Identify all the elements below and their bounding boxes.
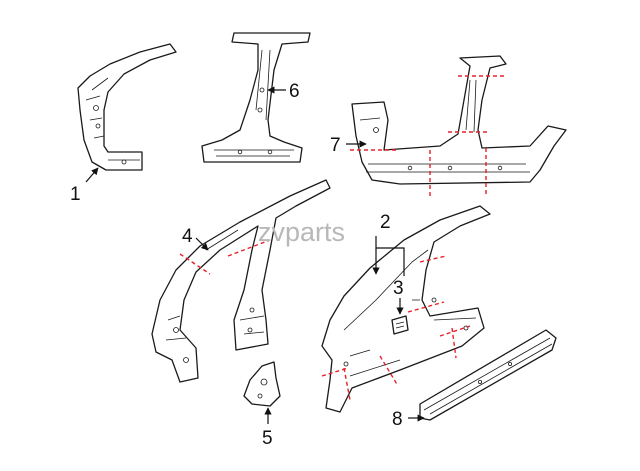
cut-lines	[179, 75, 504, 401]
watermark-text: zvparts	[258, 217, 346, 247]
part-7-side-panel-inner	[351, 55, 567, 185]
callout-8: 8	[392, 409, 403, 430]
part-5-bracket	[243, 361, 281, 407]
callout-6: 6	[289, 81, 300, 102]
leader-lines	[85, 86, 425, 424]
callout-2: 2	[380, 212, 391, 233]
part-2-outer-side-panel	[321, 205, 491, 413]
callout-4: 4	[182, 226, 193, 247]
part-1-front-pillar	[77, 43, 177, 171]
callout-5: 5	[262, 428, 273, 449]
part-6-center-pillar	[201, 32, 311, 163]
callout-3: 3	[393, 278, 404, 299]
callout-labels: 1 2 3 4 5 6 7 8	[70, 81, 404, 449]
callout-1: 1	[70, 184, 81, 205]
callout-7: 7	[330, 135, 341, 156]
part-3-reinforcement	[391, 315, 409, 335]
part-4-inner-frame	[151, 179, 331, 383]
